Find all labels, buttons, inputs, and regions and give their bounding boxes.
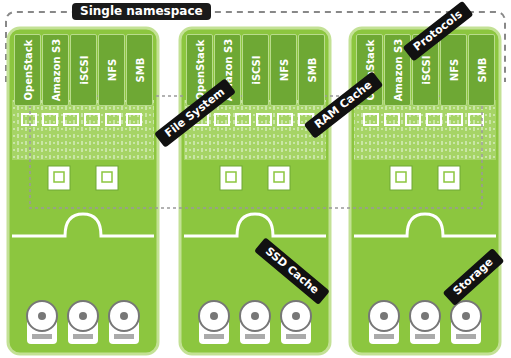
ram-chip xyxy=(85,114,99,125)
protocol-name: NFS xyxy=(278,59,289,81)
protocol-name: OpenStack xyxy=(194,40,205,101)
disk-base xyxy=(204,334,224,339)
ssd-chip xyxy=(438,166,460,190)
disk-hub xyxy=(251,312,259,320)
ram-chip xyxy=(364,114,378,125)
disk-platter xyxy=(410,301,440,331)
protocol-name: iSCSI xyxy=(420,55,431,84)
region-title: Single namespace xyxy=(72,3,211,20)
disk-hub xyxy=(79,312,87,320)
ram-chip xyxy=(406,114,420,125)
ssd-chip xyxy=(268,166,290,190)
disk-base xyxy=(415,334,435,339)
ram-chip xyxy=(215,114,229,125)
ram-band xyxy=(12,100,154,160)
puzzle-connector xyxy=(12,214,154,236)
protocol-column: SMB xyxy=(298,34,325,106)
bit-texture xyxy=(354,100,496,160)
ram-chip xyxy=(385,114,399,125)
disk-hub xyxy=(210,312,218,320)
protocol-column: OpenStack xyxy=(14,34,41,106)
ram-chip xyxy=(64,114,78,125)
disk-hub xyxy=(462,312,470,320)
ram-chip xyxy=(448,114,462,125)
bit-texture xyxy=(12,100,154,160)
ssd-chip-core xyxy=(102,172,112,182)
protocol-column: iSCSI xyxy=(242,34,269,106)
protocol-column: Amazon S3 xyxy=(42,34,69,106)
protocol-name: SMB xyxy=(306,58,317,83)
protocol-column: NFS xyxy=(440,34,467,106)
disk-base xyxy=(73,334,93,339)
ram-chip xyxy=(43,114,57,125)
protocol-column: NFS xyxy=(98,34,125,106)
ssd-chip-core xyxy=(226,172,236,182)
cache-region xyxy=(30,96,482,208)
ram-chip xyxy=(22,114,36,125)
disk-platter xyxy=(27,301,57,331)
ssd-chip xyxy=(390,166,412,190)
protocol-name: iSCSI xyxy=(78,55,89,84)
disk-base xyxy=(286,334,306,339)
server-panel xyxy=(180,28,330,354)
disk-base xyxy=(114,334,134,339)
protocol-column: NFS xyxy=(270,34,297,106)
disk-hub xyxy=(38,312,46,320)
disk-base xyxy=(374,334,394,339)
namespace-region: Single namespaceOpenStack Amazon S3 iSCSI N… xyxy=(0,0,511,100)
protocol-name: iSCSI xyxy=(250,55,261,84)
ram-chip xyxy=(236,114,250,125)
protocol-name: SMB xyxy=(476,58,487,83)
disk-base xyxy=(245,334,265,339)
disk-base xyxy=(456,334,476,339)
protocol-column: iSCSI xyxy=(70,34,97,106)
protocol-column: SMB xyxy=(126,34,153,106)
ram-chip xyxy=(106,114,120,125)
ram-chip xyxy=(257,114,271,125)
protocol-name: OpenStack xyxy=(22,40,33,101)
disk-hub xyxy=(120,312,128,320)
ssd-chip-core xyxy=(444,172,454,182)
disk-platter xyxy=(240,301,270,331)
disk-platter xyxy=(199,301,229,331)
puzzle-connector xyxy=(354,214,496,236)
disk-base xyxy=(32,334,52,339)
disk-platter xyxy=(109,301,139,331)
disk-platter xyxy=(68,301,98,331)
ssd-chip xyxy=(48,166,70,190)
disk-platter xyxy=(369,301,399,331)
ram-chip xyxy=(427,114,441,125)
protocol-column: SMB xyxy=(468,34,495,106)
disk-platter xyxy=(451,301,481,331)
protocol-name: NFS xyxy=(106,59,117,81)
protocol-name: NFS xyxy=(448,59,459,81)
ram-chip xyxy=(127,114,141,125)
ssd-chip xyxy=(220,166,242,190)
protocol-name: Amazon S3 xyxy=(50,39,61,101)
ram-chip xyxy=(278,114,292,125)
ssd-chip xyxy=(96,166,118,190)
disk-hub xyxy=(292,312,300,320)
disk-hub xyxy=(380,312,388,320)
protocol-name: Amazon S3 xyxy=(392,39,403,101)
disk-hub xyxy=(421,312,429,320)
ram-band xyxy=(354,100,496,160)
ram-chip xyxy=(469,114,483,125)
ssd-chip-core xyxy=(274,172,284,182)
puzzle-connector xyxy=(184,214,326,236)
disk-platter xyxy=(281,301,311,331)
ssd-chip-core xyxy=(54,172,64,182)
protocol-name: SMB xyxy=(134,58,145,83)
ssd-chip-core xyxy=(396,172,406,182)
